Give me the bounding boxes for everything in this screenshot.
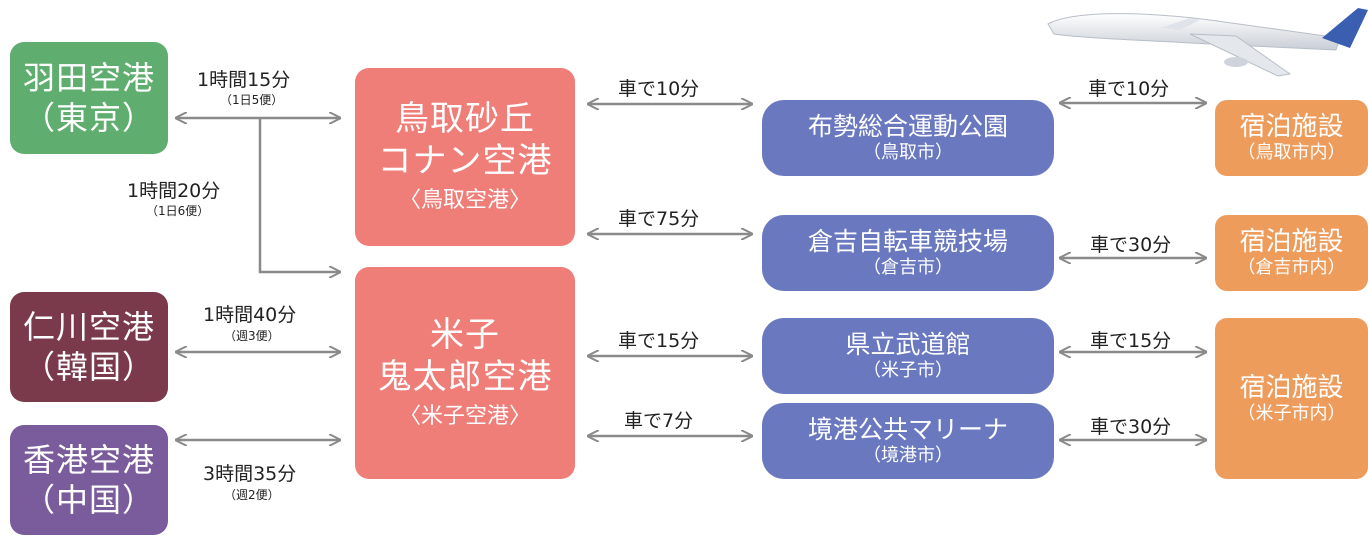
flight-frequency-label: （週2便） xyxy=(224,488,280,502)
airport-name-line2: コナン空港 xyxy=(377,141,553,181)
venue-city: （米子市） xyxy=(863,360,953,381)
origin-country: （東京） xyxy=(22,99,155,137)
origin-country: （韓国） xyxy=(22,348,155,386)
drive-time-label: 車で7分 xyxy=(624,410,694,432)
origin-name: 羽田空港 xyxy=(22,59,155,97)
arrow-haneda-yonago xyxy=(258,118,340,272)
hotel-area: （米子市内） xyxy=(1237,402,1346,424)
flight-frequency-label: （週3便） xyxy=(224,329,280,343)
drive-time-label: 車で30分 xyxy=(1090,416,1172,438)
drive-time-label: 車で10分 xyxy=(618,78,700,100)
flight-time-label: 1時間20分 xyxy=(127,180,221,202)
origin-name: 仁川空港 xyxy=(22,308,155,346)
venue-name: 倉吉自転車競技場 xyxy=(807,227,1008,256)
origin-country: （中国） xyxy=(22,481,155,519)
venue-marina: 境港公共マリーナ （境港市） xyxy=(762,403,1054,479)
flight-time-label: 1時間15分 xyxy=(197,69,291,91)
drive-time-label: 車で75分 xyxy=(618,208,700,230)
airplane-icon xyxy=(1047,8,1368,77)
origin-hongkong: 香港空港 （中国） xyxy=(10,425,168,535)
drive-time-label: 車で30分 xyxy=(1090,234,1172,256)
drive-time-label: 車で15分 xyxy=(1090,330,1172,352)
airport-name-line2: 鬼太郎空港 xyxy=(377,357,553,397)
venue-budokan: 県立武道館 （米子市） xyxy=(762,318,1054,394)
flight-time-label: 1時間40分 xyxy=(203,304,297,326)
hotel-yonago: 宿泊施設 （米子市内） xyxy=(1215,318,1368,479)
hotel-area: （倉吉市内） xyxy=(1237,257,1346,278)
venue-fuse: 布勢総合運動公園 （鳥取市） xyxy=(762,100,1054,176)
hotel-name: 宿泊施設 xyxy=(1239,372,1344,403)
airport-name-line1: 鳥取砂丘 xyxy=(395,99,535,139)
origin-incheon: 仁川空港 （韓国） xyxy=(10,292,168,402)
origin-haneda: 羽田空港 （東京） xyxy=(10,42,168,154)
drive-time-label: 車で15分 xyxy=(618,330,700,352)
airport-tottori: 鳥取砂丘 コナン空港 〈鳥取空港〉 xyxy=(355,68,575,246)
origin-name: 香港空港 xyxy=(22,441,155,479)
venue-name: 布勢総合運動公園 xyxy=(807,112,1008,141)
airport-yonago: 米子 鬼太郎空港 〈米子空港〉 xyxy=(355,267,575,479)
flight-time-label: 3時間35分 xyxy=(203,463,297,485)
hotel-name: 宿泊施設 xyxy=(1239,112,1344,142)
venue-kurayoshi: 倉吉自転車競技場 （倉吉市） xyxy=(762,215,1054,291)
hotel-tottori: 宿泊施設 （鳥取市内） xyxy=(1215,100,1368,176)
airport-alias: 〈鳥取空港〉 xyxy=(398,188,531,213)
venue-city: （鳥取市） xyxy=(863,142,953,163)
venue-city: （境港市） xyxy=(863,445,953,466)
hotel-name: 宿泊施設 xyxy=(1239,227,1344,257)
flight-frequency-label: （1日6便） xyxy=(146,204,210,218)
airport-name-line1: 米子 xyxy=(430,315,500,355)
airport-alias: 〈米子空港〉 xyxy=(398,404,531,429)
drive-time-label: 車で10分 xyxy=(1088,78,1170,100)
flight-frequency-label: （1日5便） xyxy=(220,93,284,107)
venue-name: 県立武道館 xyxy=(845,330,971,359)
hotel-area: （鳥取市内） xyxy=(1237,142,1346,163)
venue-city: （倉吉市） xyxy=(863,257,953,278)
venue-name: 境港公共マリーナ xyxy=(807,415,1008,444)
hotel-kurayoshi: 宿泊施設 （倉吉市内） xyxy=(1215,215,1368,291)
